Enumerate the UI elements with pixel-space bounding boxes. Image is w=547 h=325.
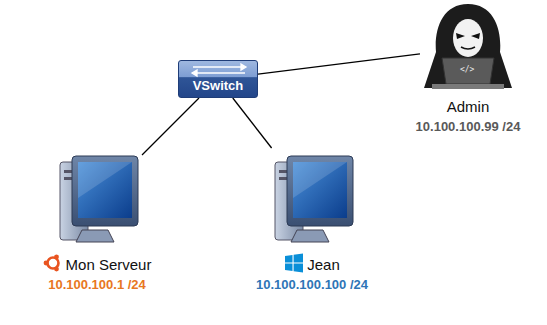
switch-box: VSwitch	[178, 60, 258, 98]
ip-address: 10.100.100.1 /24	[48, 277, 146, 292]
name-row: Jean	[284, 252, 340, 273]
ip-address: 10.100.100.99 /24	[416, 119, 521, 134]
name-row: Mon Serveur	[43, 252, 152, 273]
ip-address: 10.100.100.100 /24	[256, 277, 368, 292]
node-icon	[52, 148, 142, 252]
name-row: Admin	[447, 94, 490, 115]
network-link	[258, 54, 420, 74]
network-link	[233, 98, 272, 148]
node-icon	[267, 148, 357, 252]
computer-node: Mon Serveur 10.100.100.1 /24	[43, 148, 152, 292]
switch-arrows	[179, 61, 259, 79]
node-name: Admin	[447, 98, 490, 115]
admin-station: </> Admin 10.100.100.99 /24	[416, 2, 521, 134]
hacker-icon	[420, 2, 516, 90]
computer-icon	[267, 148, 357, 248]
ubuntu-logo	[43, 253, 63, 273]
network-link	[142, 98, 199, 155]
laptop-code: </>	[460, 65, 474, 74]
node-name: Mon Serveur	[66, 256, 152, 273]
node-icon: </>	[420, 2, 516, 94]
switch-label: VSwitch	[193, 78, 244, 93]
windows-logo	[284, 253, 304, 273]
node-name: Jean	[307, 256, 340, 273]
computer-icon	[52, 148, 142, 248]
computer-node: Jean 10.100.100.100 /24	[256, 148, 368, 292]
